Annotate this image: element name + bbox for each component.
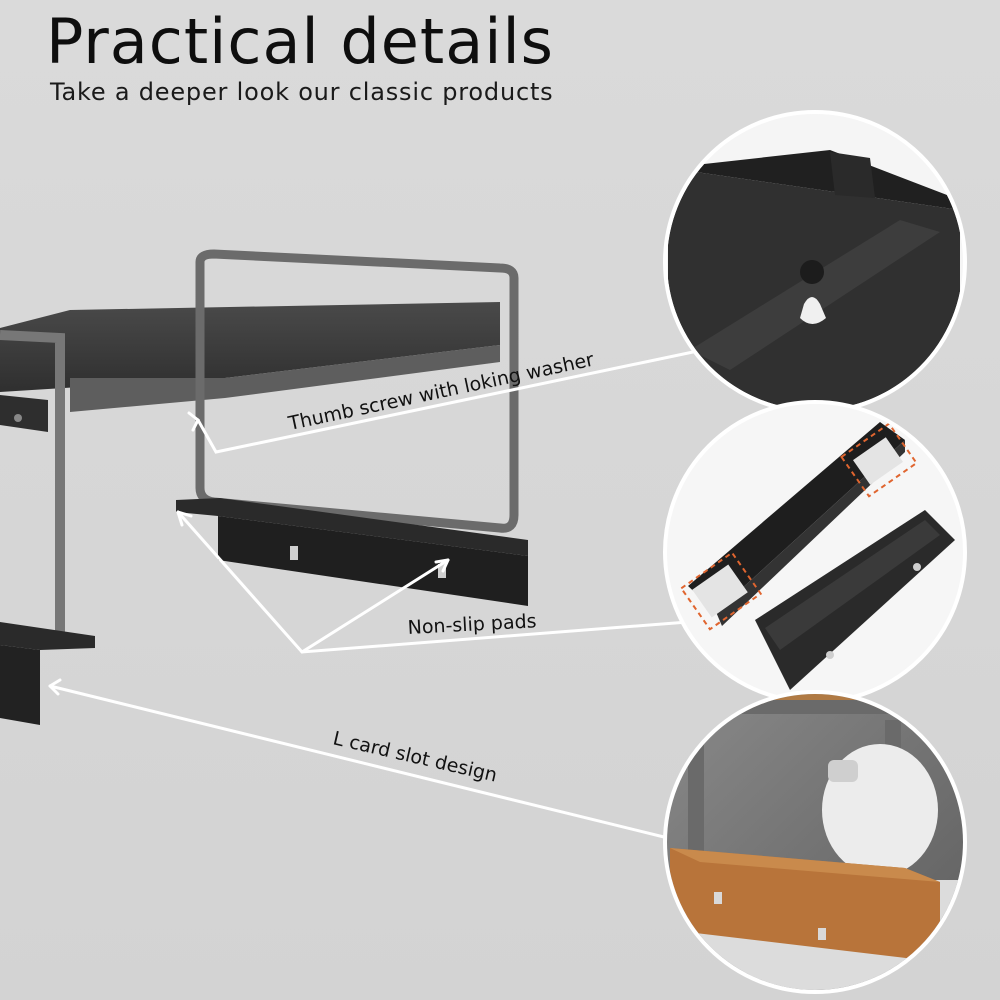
bracket-slot <box>290 546 298 560</box>
thumb-screw-arrow <box>196 350 695 454</box>
thumb-screw-knob <box>14 414 22 422</box>
right-l-bracket-front <box>218 516 528 606</box>
detail-circle-l-card <box>663 690 967 994</box>
detail-circle-non-slip <box>663 400 967 704</box>
shelf-left-panel <box>0 395 48 432</box>
detail-circle-thumb-screw <box>663 110 967 414</box>
left-l-bracket-top <box>0 622 95 650</box>
right-l-bracket-top <box>176 498 528 556</box>
non-slip-arrow-2 <box>300 558 450 654</box>
l-card-label: L card slot design <box>331 727 499 786</box>
callout-lines <box>48 350 695 840</box>
left-l-bracket-front <box>0 645 40 725</box>
page-subtitle: Take a deeper look our classic products <box>50 78 554 106</box>
page-title: Practical details <box>46 5 554 78</box>
shelf-front-edge <box>70 345 500 412</box>
l-card-arrow <box>48 684 670 840</box>
shelf-rack <box>0 249 528 725</box>
shelf-top-board <box>0 302 500 392</box>
